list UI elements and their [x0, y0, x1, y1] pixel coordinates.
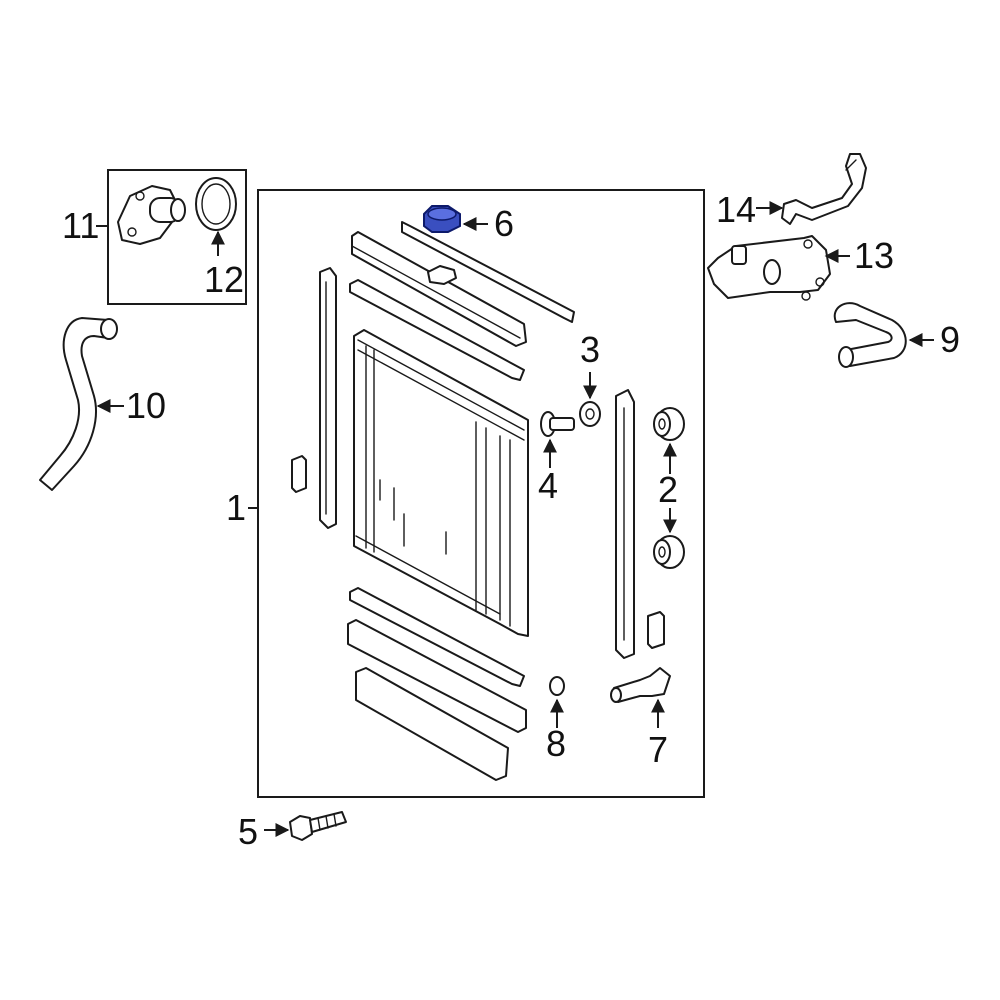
upper-tank-gasket [349, 279, 525, 381]
callout-7: 7 [648, 729, 668, 770]
callout-5: 5 [238, 811, 258, 852]
reservoir-hose-part [781, 153, 867, 225]
bypass-hose-part [833, 302, 907, 368]
callout-11: 11 [62, 205, 99, 246]
left-side-bracket [319, 267, 337, 529]
callout-3: 3 [580, 329, 600, 370]
radiator-core [353, 329, 529, 637]
mounting-pin-part [540, 411, 575, 437]
callout-14: 14 [716, 189, 756, 230]
lower-tank-gasket [349, 587, 525, 687]
callout-12: 12 [204, 259, 244, 300]
lower-tank [347, 619, 527, 733]
washer-part [579, 401, 601, 427]
upper-seal-strip [401, 221, 575, 323]
radiator-assembly-frame [257, 189, 705, 798]
callout-2: 2 [658, 469, 678, 510]
callout-9: 9 [940, 319, 960, 360]
thermostat-housing-part [117, 185, 186, 245]
callout-6: 6 [494, 203, 514, 244]
right-cushion-block [647, 611, 665, 649]
upper-cushion-part [653, 407, 685, 441]
radiator-cap-seal-part [423, 205, 461, 233]
callout-1: 1 [226, 487, 246, 528]
left-cushion-block [291, 455, 307, 493]
thermostat-inset-frame [107, 169, 247, 305]
drain-cock-part [610, 667, 671, 703]
thermostat-gasket-part [195, 177, 237, 231]
lower-hose-part [39, 317, 118, 491]
upper-tank [351, 231, 527, 347]
callout-8: 8 [546, 723, 566, 764]
lower-cushion-part [653, 535, 685, 569]
bolt-part [289, 811, 347, 841]
reservoir-tank-part [707, 235, 831, 301]
callout-10: 10 [126, 385, 166, 426]
right-side-bracket [615, 389, 635, 659]
lower-seal-strip [355, 667, 509, 781]
callout-4: 4 [538, 465, 558, 506]
callout-13: 13 [854, 235, 894, 276]
o-ring-part [549, 676, 565, 696]
